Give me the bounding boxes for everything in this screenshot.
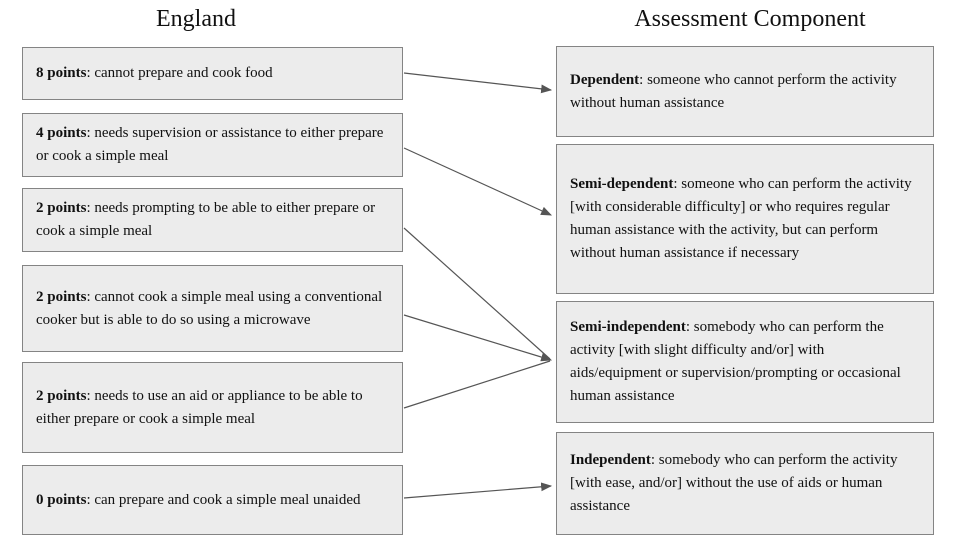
arrow-aid-semiindependent <box>403 360 551 409</box>
england-box-2-points-aid: 2 points: needs to use an aid or applian… <box>22 362 403 453</box>
england-box-2-points-microwave: 2 points: cannot cook a simple meal usin… <box>22 265 403 352</box>
right-column-title: Assessment Component <box>634 6 866 32</box>
box-text: Independent: somebody who can perform th… <box>570 452 898 514</box>
box-text: Semi-dependent: someone who can perform … <box>570 176 912 261</box>
england-box-2-points-prompting: 2 points: needs prompting to be able to … <box>22 188 403 252</box>
box-text: 2 points: cannot cook a simple meal usin… <box>36 288 383 328</box>
assessment-box-dependent: Dependent: someone who cannot perform th… <box>556 46 934 137</box>
arrow-4points-semidependent <box>403 147 553 216</box>
arrow-0points-independent <box>403 482 553 499</box>
box-text: 2 points: needs to use an aid or applian… <box>36 387 363 427</box>
box-text: 8 points: cannot prepare and cook food <box>36 65 273 81</box>
england-box-0-points: 0 points: can prepare and cook a simple … <box>22 465 403 535</box>
box-text: Dependent: someone who cannot perform th… <box>570 71 897 111</box>
arrow-8points-dependent <box>403 72 553 94</box>
england-box-8-points: 8 points: cannot prepare and cook food <box>22 47 403 100</box>
england-box-4-points: 4 points: needs supervision or assistanc… <box>22 113 403 177</box>
assessment-box-semi-independent: Semi-independent: somebody who can perfo… <box>556 301 934 423</box>
assessment-box-semi-dependent: Semi-dependent: someone who can perform … <box>556 144 934 294</box>
box-text: Semi-independent: somebody who can perfo… <box>570 319 901 404</box>
box-text: 4 points: needs supervision or assistanc… <box>36 125 384 164</box>
box-text: 2 points: needs prompting to be able to … <box>36 200 376 239</box>
arrow-prompting-semiindependent <box>403 227 551 360</box>
assessment-box-independent: Independent: somebody who can perform th… <box>556 432 934 535</box>
left-column-title: England <box>156 6 236 32</box>
box-text: 0 points: can prepare and cook a simple … <box>36 491 361 508</box>
arrow-microwave-semiindependent <box>403 314 553 362</box>
